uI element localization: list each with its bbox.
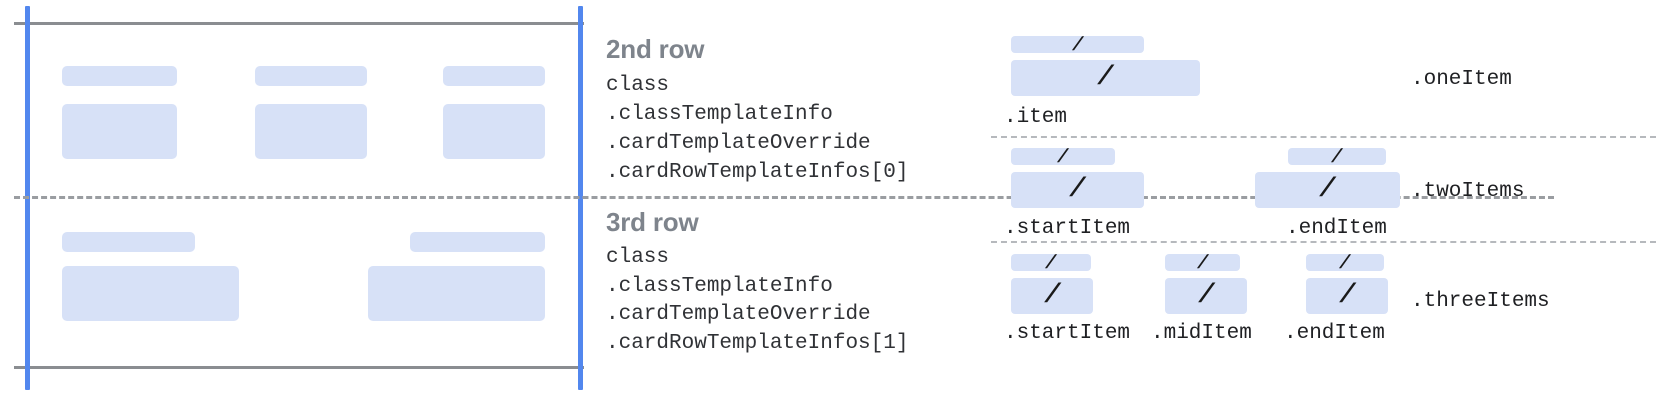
legend-g1-item0-body-bar: / [1011, 172, 1144, 208]
legend-g1-item1-label: .endItem [1286, 217, 1387, 240]
legend-g2-item2-label: .endItem [1284, 322, 1385, 345]
slot-glyph-icon: / [1337, 254, 1353, 271]
row-divider-line [14, 196, 1554, 199]
legend-g2-item1-top-bar: / [1165, 254, 1240, 271]
row1-cell2-top-bar [255, 66, 367, 86]
slot-glyph-icon: / [1194, 254, 1211, 271]
annotation-0-code-line-2: .cardTemplateOverride [606, 132, 871, 155]
annotation-0-code-line-3: .cardRowTemplateInfos[0] [606, 161, 909, 184]
legend-g0-item0-body-bar: / [1011, 60, 1200, 96]
annotation-1-code-line-2: .cardTemplateOverride [606, 303, 871, 326]
slot-glyph-icon: / [1069, 36, 1086, 53]
slot-glyph-icon: / [1329, 148, 1345, 165]
bottom-boundary-line [14, 366, 584, 369]
row1-cell3-body-bar [443, 104, 545, 159]
legend-g2-item1-label: .midItem [1151, 322, 1252, 345]
row1-cell2-body-bar [255, 104, 367, 159]
slot-glyph-icon: / [1094, 63, 1117, 93]
legend-g2-item1-body-bar: / [1165, 278, 1247, 314]
legend-g0-group-label: .oneItem [1411, 68, 1512, 91]
legend-divider-0 [991, 136, 1656, 138]
row2-cell1-body-bar [62, 266, 239, 321]
slot-glyph-icon: / [1195, 281, 1217, 311]
legend-g1-item0-label: .startItem [1004, 217, 1131, 240]
legend-g2-group-label: .threeItems [1411, 290, 1550, 313]
legend-g1-group-label: .twoItems [1411, 180, 1525, 203]
legend-g2-item2-top-bar: / [1306, 254, 1384, 271]
annotation-0-title: 2nd row [606, 34, 705, 64]
legend-g2-item2-body-bar: / [1306, 278, 1388, 314]
slot-glyph-icon: / [1336, 281, 1358, 311]
row2-cell2-top-bar [410, 232, 545, 252]
annotation-1-title: 3rd row [606, 207, 699, 237]
annotation-0-code-line-0: class [606, 74, 670, 97]
annotation-1-code-line-1: .classTemplateInfo [606, 275, 833, 298]
top-boundary-line [14, 22, 584, 25]
legend-g0-item0-top-bar: / [1011, 36, 1144, 53]
legend-g1-item0-top-bar: / [1011, 148, 1115, 165]
annotation-1-code-line-3: .cardRowTemplateInfos[1] [606, 332, 909, 355]
legend-g1-item1-top-bar: / [1288, 148, 1386, 165]
legend-g2-item0-top-bar: / [1011, 254, 1091, 271]
row1-cell1-body-bar [62, 104, 177, 159]
annotation-0-code-line-1: .classTemplateInfo [606, 103, 833, 126]
row2-cell1-top-bar [62, 232, 195, 252]
slot-glyph-icon: / [1066, 175, 1089, 205]
legend-g0-item0-label: .item [1004, 106, 1068, 129]
slot-glyph-icon: / [1043, 254, 1059, 271]
slot-glyph-icon: / [1041, 281, 1063, 311]
legend-g1-item1-body-bar: / [1255, 172, 1400, 208]
legend-g2-item0-body-bar: / [1011, 278, 1093, 314]
legend-divider-1 [991, 241, 1656, 243]
slot-glyph-icon: / [1055, 148, 1071, 165]
row1-cell1-top-bar [62, 66, 177, 86]
legend-g2-item0-label: .startItem [1004, 322, 1131, 345]
row1-cell3-top-bar [443, 66, 545, 86]
row2-cell2-body-bar [368, 266, 545, 321]
annotation-1-code-line-0: class [606, 246, 670, 269]
slot-glyph-icon: / [1316, 175, 1339, 205]
